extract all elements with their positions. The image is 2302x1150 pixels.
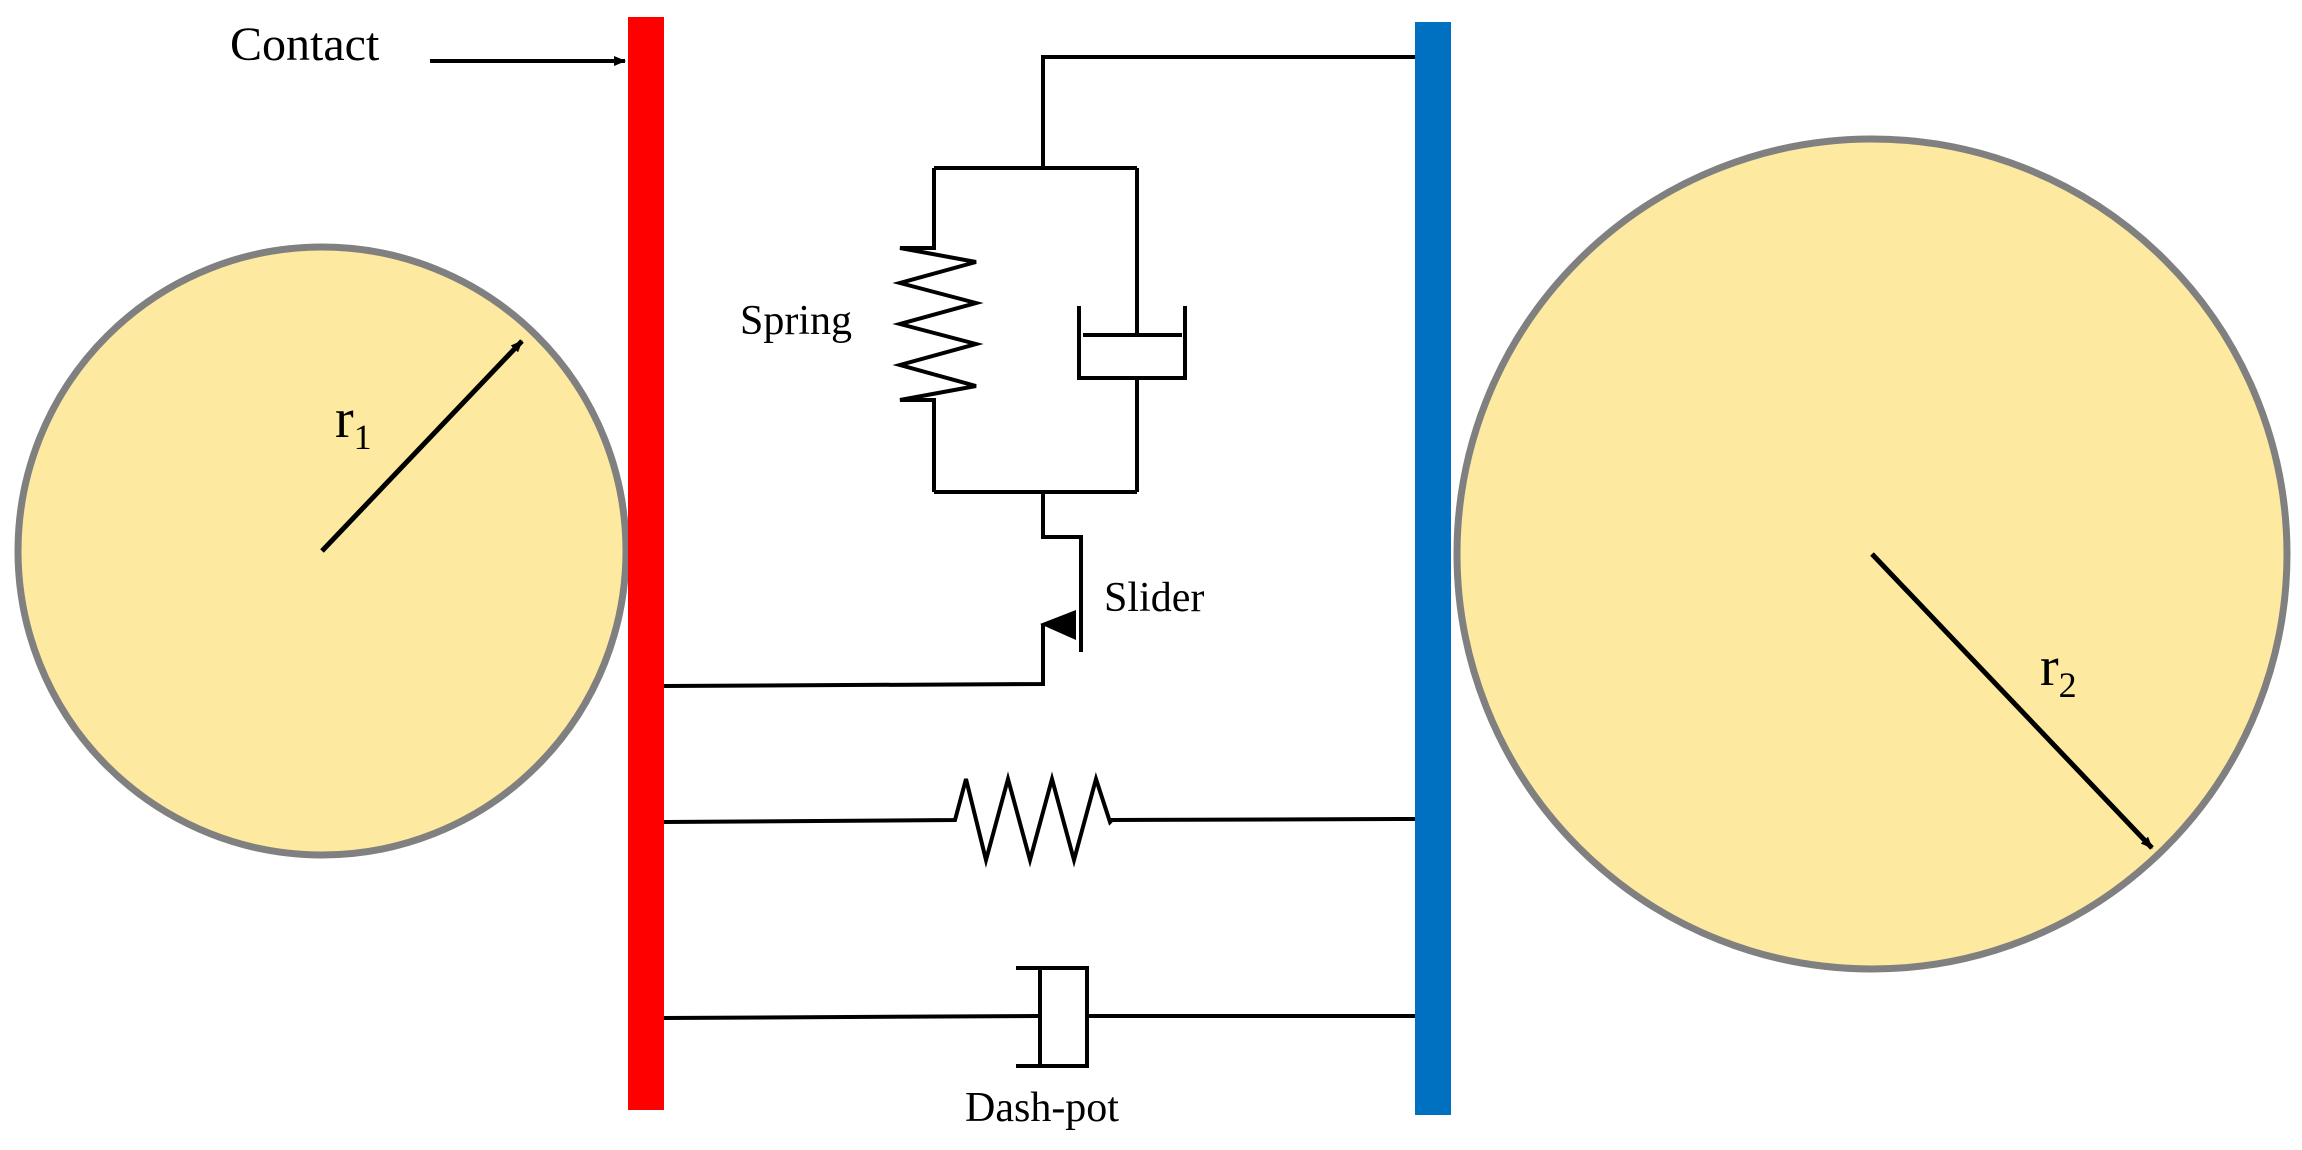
contact-label: Contact <box>230 18 380 71</box>
slider-icon <box>1040 610 1076 640</box>
tangential-damper-cup <box>1077 306 1187 380</box>
normal-spring <box>663 771 1416 868</box>
slider-label: Slider <box>1104 575 1204 621</box>
tangential-spring <box>892 168 984 492</box>
radius-2-symbol: r <box>2040 636 2059 698</box>
radius-2-arrow <box>1870 552 2154 850</box>
right-contact-wall <box>1415 22 1451 1115</box>
dashpot-label: Dash-pot <box>965 1085 1119 1131</box>
spring-label: Spring <box>740 298 852 344</box>
radius-2-subscript: 2 <box>2059 665 2077 705</box>
left-contact-wall <box>628 17 664 1110</box>
slider-to-wall <box>663 624 1045 688</box>
radius-1-subscript: 1 <box>354 417 372 457</box>
radius-1-symbol: r <box>335 388 354 450</box>
slider-connector <box>1041 492 1083 652</box>
tangential-top-connector <box>1041 55 1415 168</box>
radius-1-arrow <box>320 339 524 553</box>
dashpot-rod-left <box>663 1014 1041 1020</box>
radius-1-label: r1 <box>335 388 372 457</box>
radius-2-label: r2 <box>2040 636 2077 705</box>
